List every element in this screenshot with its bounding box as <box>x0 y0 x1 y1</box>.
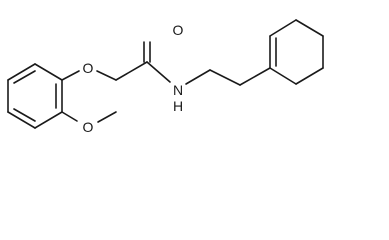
bond-ether-oxygen-ch2 <box>96 70 117 81</box>
bond-nitrogen-ch2 <box>185 69 211 85</box>
bond-ring-double-1 <box>13 70 36 84</box>
molecule-diagram: O O N H O <box>7 19 324 135</box>
bond-ch2-ch2 <box>209 69 241 86</box>
atom-methoxy-oxygen: O <box>83 119 94 135</box>
bond-cyc-3 <box>295 19 324 37</box>
atom-amide-nitrogen: N <box>173 82 183 98</box>
bond-ring-2 <box>34 63 63 81</box>
bond-aryl-methoxy-oxygen <box>61 111 78 122</box>
bond-cyc-6 <box>269 67 297 85</box>
bond-ring-1 <box>7 63 36 81</box>
bond-carbonyl-nitrogen <box>146 61 171 83</box>
bond-cyc-5 <box>295 67 324 85</box>
atom-amide-hydrogen: H <box>173 98 183 114</box>
bond-ring-double-3 <box>13 108 36 122</box>
atom-carbonyl-oxygen: O <box>173 22 184 38</box>
atom-ether-oxygen: O <box>83 60 94 76</box>
structure-canvas: O O N H O <box>7 19 324 135</box>
cyclohexene-ring <box>269 19 324 85</box>
bond-ring-4 <box>34 111 63 129</box>
bond-ch2-ring <box>239 67 271 86</box>
bond-methoxy-methyl <box>97 111 117 123</box>
bond-cyc-2 <box>269 19 297 37</box>
bond-ring-5 <box>7 111 36 129</box>
bond-aryl-ether-oxygen <box>61 70 80 81</box>
benzene-ring <box>7 63 63 129</box>
bond-ch2-carbonyl <box>115 61 148 81</box>
